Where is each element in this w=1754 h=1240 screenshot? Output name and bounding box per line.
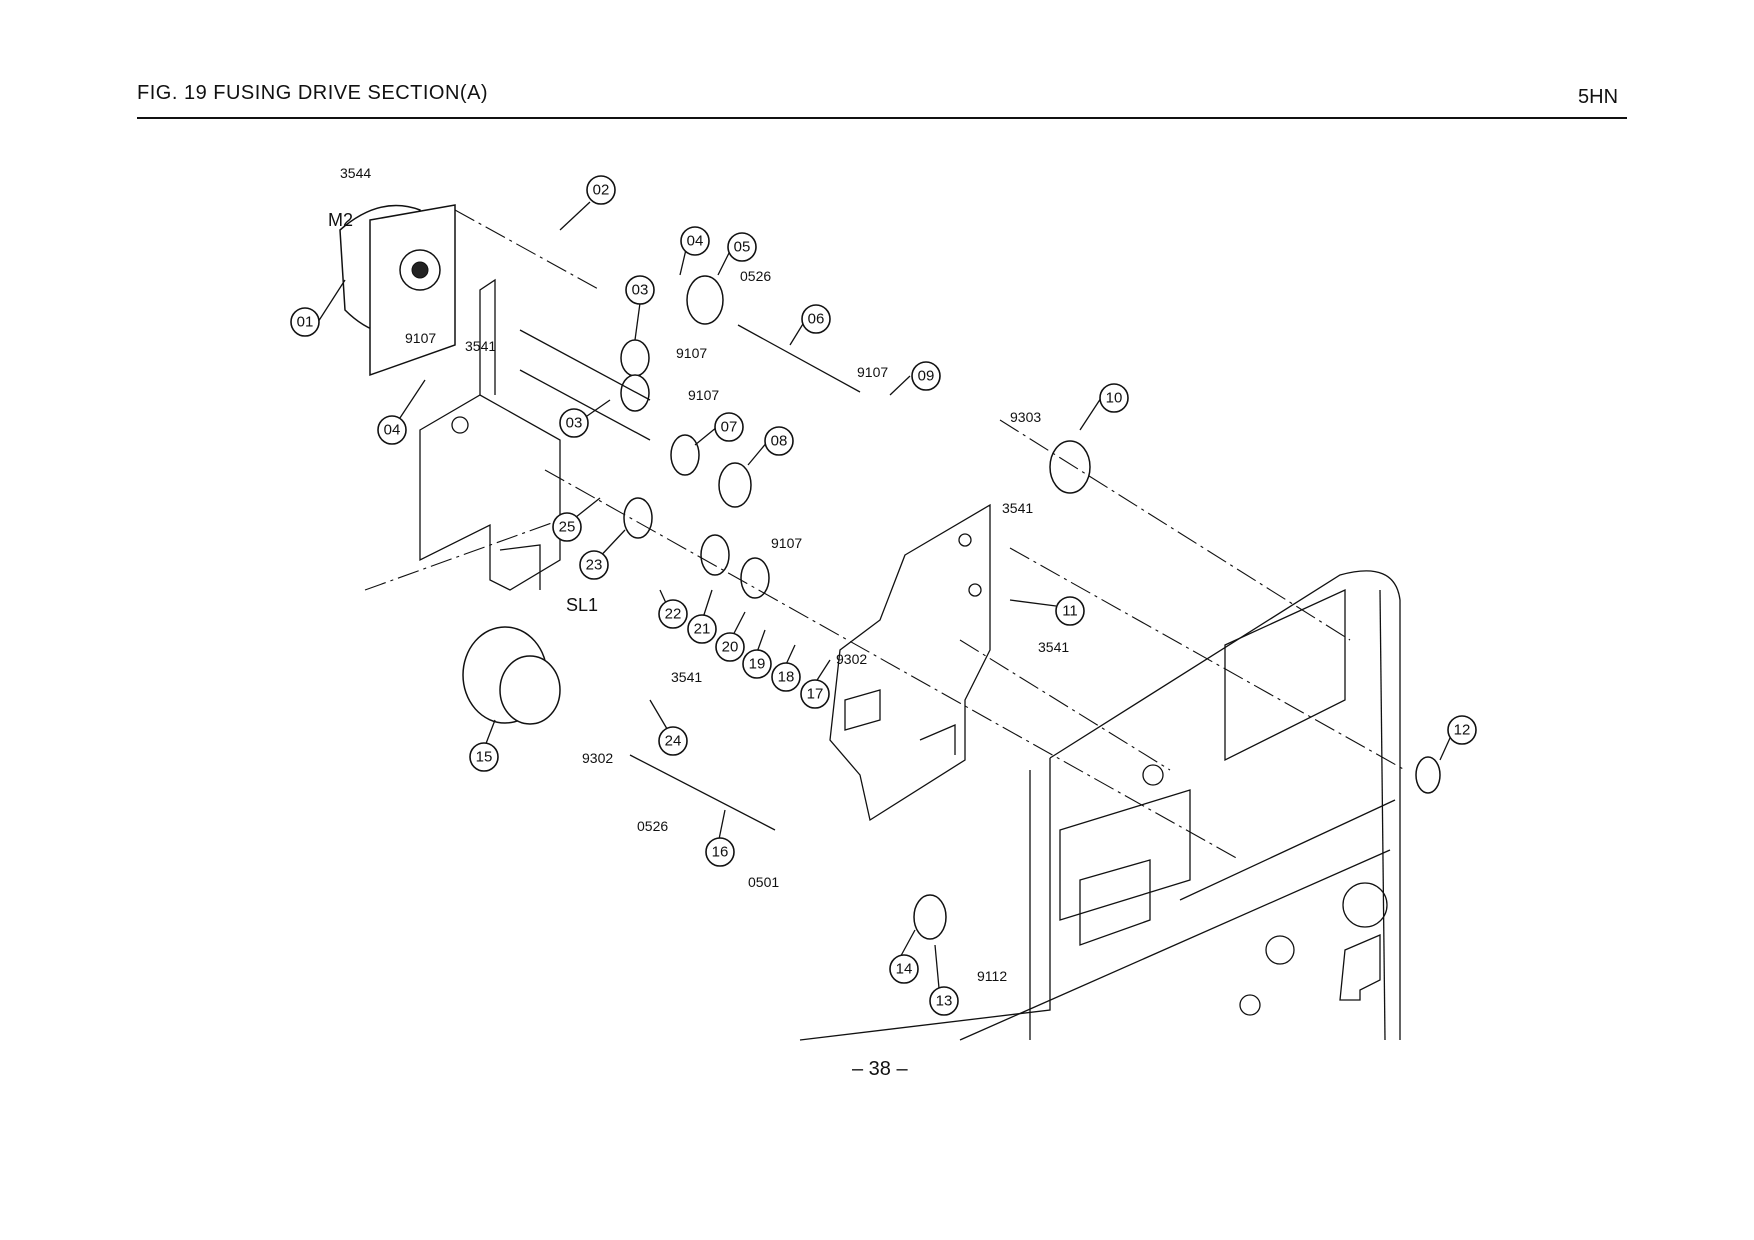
- callout-03-upper: 03: [625, 275, 655, 305]
- gear-drawings: [462, 275, 1441, 940]
- callout-17: 17: [800, 679, 830, 709]
- motor-m2-drawing: [339, 204, 456, 377]
- part-number-label: 3541: [465, 338, 496, 354]
- callout-25: 25: [552, 512, 582, 542]
- callout-05: 05: [727, 232, 757, 262]
- callout-label: 07: [721, 419, 738, 436]
- callout-label: 14: [896, 961, 913, 978]
- callout-22: 22: [658, 599, 688, 629]
- part-number-label: 9107: [676, 345, 707, 361]
- callout-label: 18: [778, 669, 795, 686]
- callout-24: 24: [658, 726, 688, 756]
- figure-title: FIG. 19 FUSING DRIVE SECTION(A): [137, 82, 489, 104]
- header-rule: [137, 117, 1627, 119]
- callout-label: 01: [297, 314, 314, 331]
- page-number: – 38 –: [852, 1058, 908, 1080]
- callout-label: 02: [593, 182, 610, 199]
- callout-label: 04: [384, 422, 401, 439]
- component-label-m2: M2: [328, 210, 353, 230]
- part-number-label: 3541: [671, 669, 702, 685]
- component-label-sl1: SL1: [566, 595, 598, 615]
- callout-label: 03: [632, 282, 649, 299]
- part-number-label: 9107: [771, 535, 802, 551]
- part-number-label: 9107: [688, 387, 719, 403]
- callout-label: 20: [722, 639, 739, 656]
- part-number-label: 3541: [1038, 639, 1069, 655]
- callout-01: 01: [290, 307, 320, 337]
- callout-14: 14: [889, 954, 919, 984]
- part-number-label: 0526: [740, 268, 771, 284]
- callout-08: 08: [764, 426, 794, 456]
- part-number-label: 9302: [836, 651, 867, 667]
- part-number-label: 9107: [405, 330, 436, 346]
- leader-lines: [317, 201, 1456, 1000]
- left-bracket-drawing: [419, 278, 561, 591]
- callout-label: 03: [566, 415, 583, 432]
- alignment-lines: [364, 209, 1406, 861]
- callout-label: 06: [808, 311, 825, 328]
- callout-23: 23: [579, 550, 609, 580]
- callout-label: 16: [712, 844, 729, 861]
- part-number-label: 3544: [340, 165, 371, 181]
- callout-label: 19: [749, 656, 766, 673]
- side-plate-drawing: [829, 503, 991, 822]
- part-number-label: 9107: [857, 364, 888, 380]
- callout-13: 13: [929, 986, 959, 1016]
- callout-label: 05: [734, 239, 751, 256]
- callout-10: 10: [1099, 383, 1129, 413]
- callout-03-lower: 03: [559, 408, 589, 438]
- callout-label: 17: [807, 686, 824, 703]
- callout-04-right: 04: [680, 226, 710, 256]
- callout-06: 06: [801, 304, 831, 334]
- callout-label: 25: [559, 519, 576, 536]
- callout-15: 15: [469, 742, 499, 772]
- callout-label: 21: [694, 621, 711, 638]
- callout-07: 07: [714, 412, 744, 442]
- callout-label: 12: [1454, 722, 1471, 739]
- callout-label: 08: [771, 433, 788, 450]
- callout-label: 10: [1106, 390, 1123, 407]
- callout-04-left: 04: [377, 415, 407, 445]
- callout-02: 02: [586, 175, 616, 205]
- callout-21: 21: [687, 614, 717, 644]
- callout-12: 12: [1447, 715, 1477, 745]
- callout-11: 11: [1055, 596, 1085, 626]
- callout-label: 23: [586, 557, 603, 574]
- callout-label: 13: [936, 993, 953, 1010]
- callout-09: 09: [911, 361, 941, 391]
- callout-label: 11: [1062, 603, 1078, 620]
- callout-label: 04: [687, 233, 704, 250]
- part-number-label: 3541: [1002, 500, 1033, 516]
- callout-18: 18: [771, 662, 801, 692]
- callout-20: 20: [715, 632, 745, 662]
- callout-label: 22: [665, 606, 682, 623]
- callout-16: 16: [705, 837, 735, 867]
- part-number-label: 9112: [977, 968, 1007, 984]
- model-code: 5HN: [1578, 86, 1619, 108]
- part-number-label: 0526: [637, 818, 668, 834]
- part-number-label: 9302: [582, 750, 613, 766]
- callout-19: 19: [742, 649, 772, 679]
- callout-label: 24: [665, 733, 682, 750]
- part-number-label: 9303: [1010, 409, 1041, 425]
- main-frame-drawing: [799, 570, 1401, 1041]
- part-number-label: 0501: [748, 874, 779, 890]
- callout-label: 09: [918, 368, 935, 385]
- callout-label: 15: [476, 749, 493, 766]
